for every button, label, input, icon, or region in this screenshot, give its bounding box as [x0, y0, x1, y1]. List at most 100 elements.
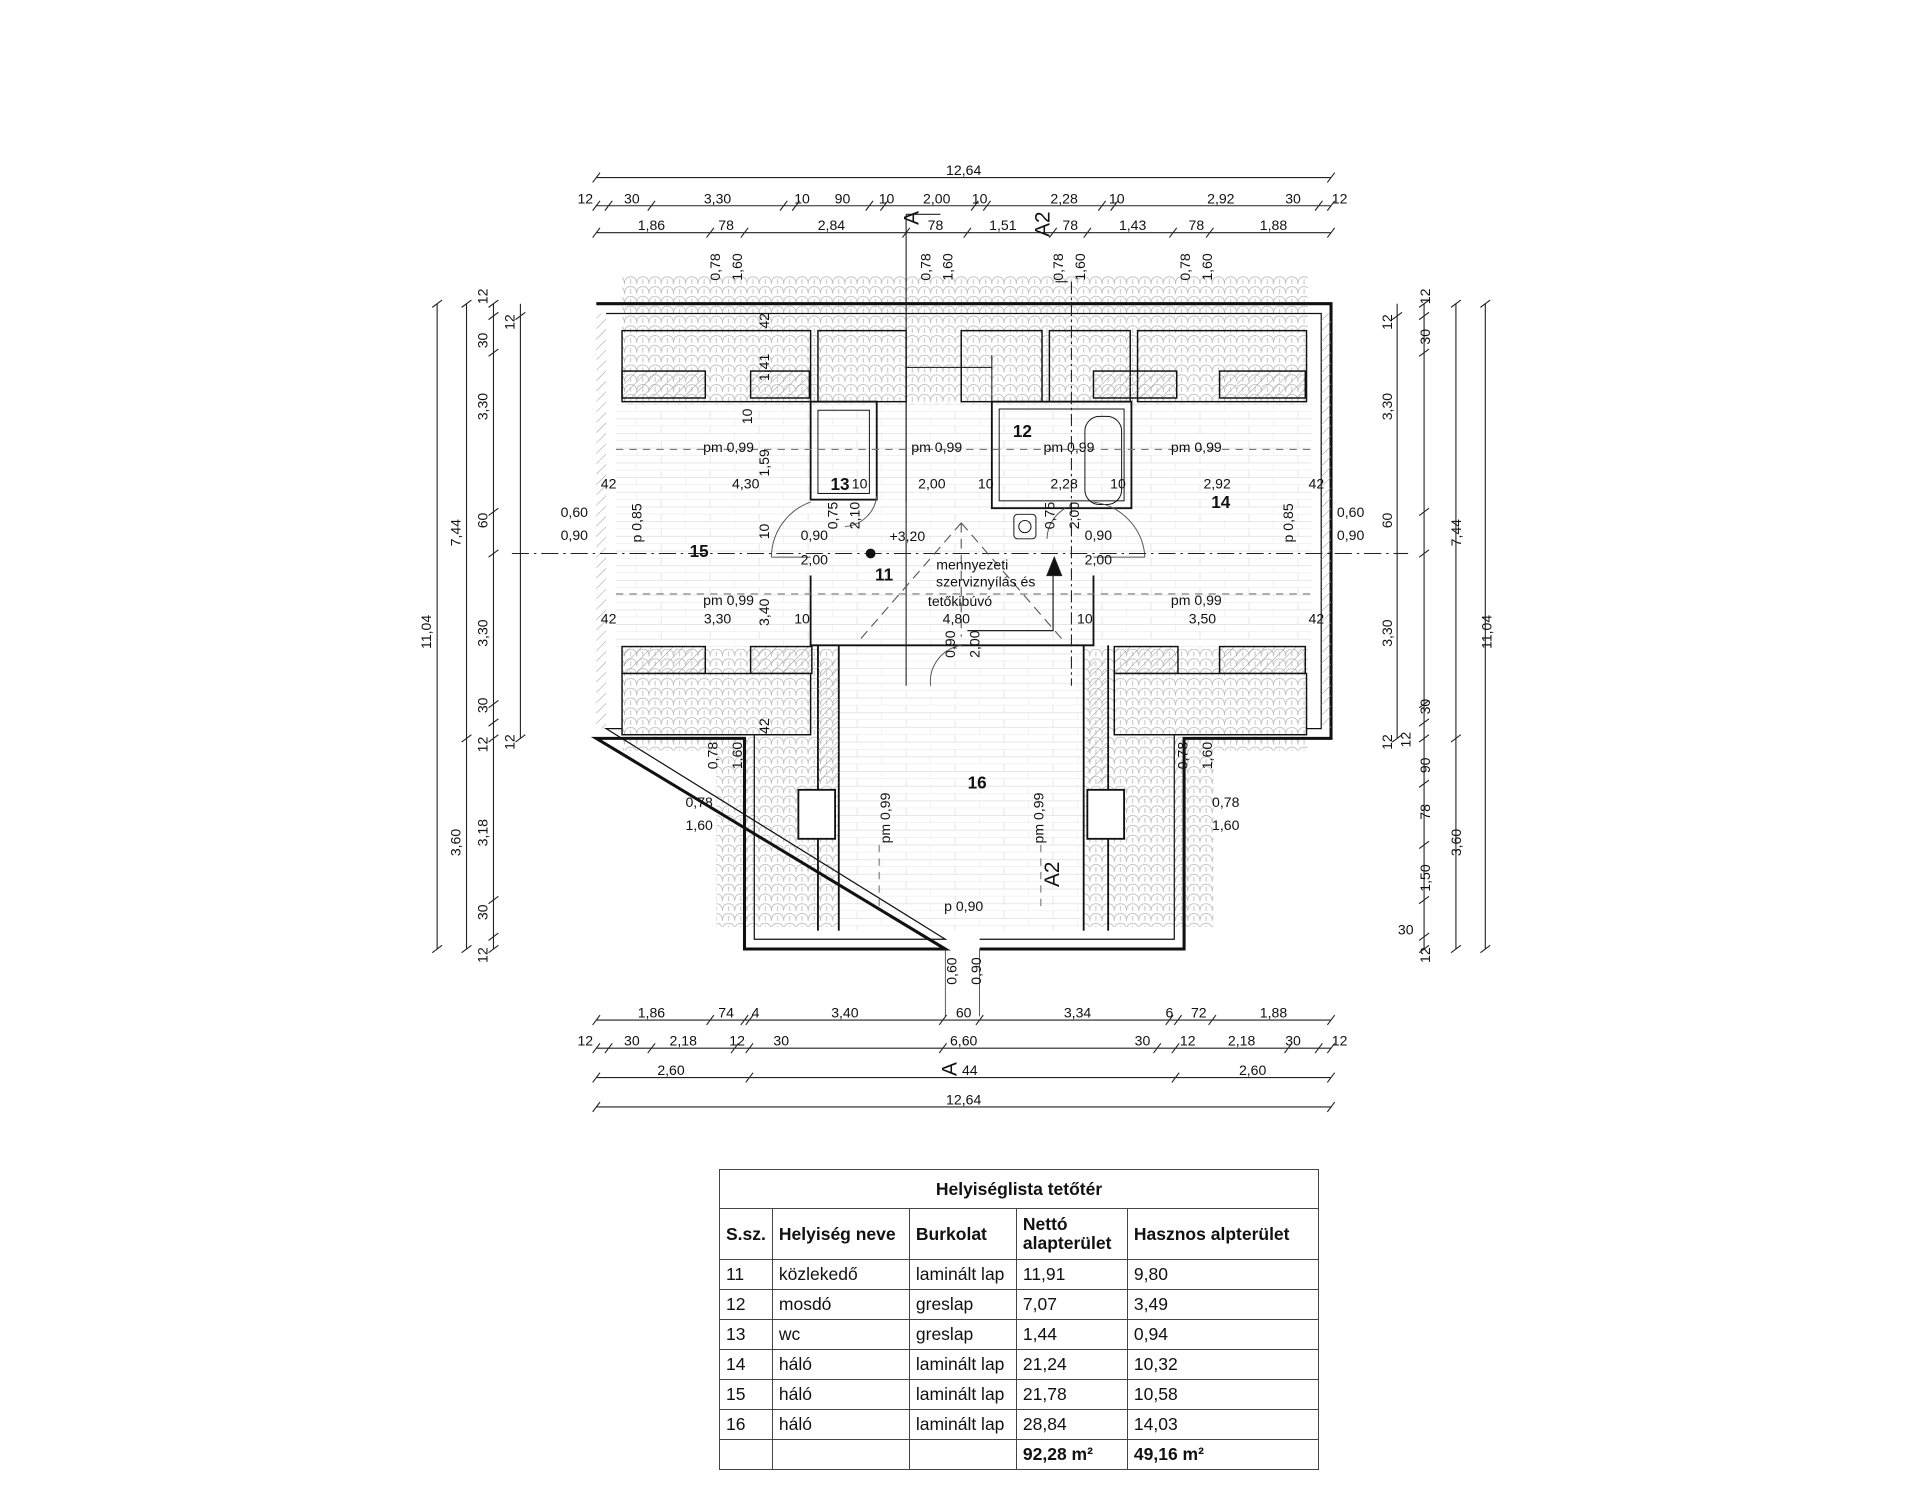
- dimension-label: 0,78: [918, 253, 934, 281]
- dimension-label: 12: [1379, 734, 1395, 750]
- dimension-label: 12: [474, 947, 490, 963]
- dimension-line: [461, 299, 472, 954]
- table-totals-row: 92,28 m² 49,16 m²: [719, 1439, 1320, 1470]
- dimension-label: 12: [1417, 947, 1433, 963]
- dimension-line: [1450, 299, 1462, 954]
- dimension-label: 30: [1417, 699, 1433, 715]
- dimension-label: 30: [1398, 921, 1414, 937]
- flooring-cell: greslap: [908, 1289, 1017, 1320]
- dimension-label: 2,00: [1066, 502, 1082, 530]
- dimension-label: 1,60: [729, 253, 745, 281]
- note-line: tetőkibúvó: [928, 593, 992, 609]
- room-number-cell: 12: [719, 1289, 773, 1320]
- dimension-label: 2,18: [670, 1033, 698, 1049]
- reference-lines: [511, 213, 1409, 1017]
- pm-label: pm 0,99: [1044, 439, 1095, 455]
- dimension-label: 78: [1062, 217, 1078, 233]
- dimension-label: 10: [794, 610, 810, 626]
- flooring-cell: laminált lap: [908, 1259, 1017, 1290]
- dimension-label: 1,59: [756, 449, 772, 477]
- dormers: [621, 329, 1308, 736]
- pm-label: pm 0,99: [911, 439, 962, 455]
- dimension-label: 0,60: [1337, 504, 1365, 520]
- dimension-label: 3,60: [447, 829, 463, 857]
- dimension-label: 78: [928, 217, 944, 233]
- dim-bottom-total: 12,64: [946, 1092, 981, 1108]
- dimension-label: 1,41: [756, 354, 772, 382]
- dimension-label: 10: [739, 408, 755, 424]
- dimension-label: 72: [1191, 1005, 1207, 1021]
- dimension-label: 78: [1417, 804, 1433, 820]
- col-header-flooring: Burkolat: [908, 1208, 1017, 1260]
- dimension-label: 0,75: [825, 502, 841, 530]
- usable-area-cell: 10,32: [1126, 1349, 1320, 1380]
- total-cell: [719, 1439, 773, 1470]
- dimension-label: 3,34: [1064, 1005, 1092, 1021]
- net-area-cell: 7,07: [1015, 1289, 1128, 1320]
- dimension-line: [431, 299, 443, 954]
- dimension-label: 2,92: [1207, 190, 1235, 206]
- note-line: mennyezeti: [936, 556, 1008, 572]
- dimension-label: 30: [1285, 190, 1301, 206]
- dimension-label: 1,86: [638, 217, 666, 233]
- dimension-label: 7,44: [447, 519, 463, 547]
- dimension-label: 10: [879, 190, 895, 206]
- room-label-15: 15: [690, 541, 710, 561]
- dimension-label: 12: [1332, 1033, 1348, 1049]
- dimension-label: 10: [1110, 476, 1126, 492]
- room-label-16: 16: [968, 773, 987, 793]
- dimension-label: 10: [978, 476, 994, 492]
- room-number-cell: 16: [719, 1409, 773, 1440]
- col-header-number: S.sz.: [719, 1208, 773, 1260]
- dimension-label: 1,60: [1199, 253, 1215, 281]
- dimension-label: 30: [1417, 329, 1433, 345]
- total-net-area: 92,28 m²: [1015, 1439, 1128, 1470]
- exterior-walls: [590, 302, 1333, 951]
- dimension-label: 1,60: [685, 817, 713, 833]
- dimension-label: 90: [835, 190, 851, 206]
- dimension-label: 12: [729, 1033, 745, 1049]
- dimension-label: 42: [1308, 610, 1324, 626]
- dimension-label: 6,60: [950, 1033, 978, 1049]
- doors: [770, 495, 1146, 686]
- dimension-label: 12: [1180, 1033, 1196, 1049]
- room-number-cell: 13: [719, 1319, 773, 1350]
- dimension-label: 12: [501, 314, 517, 330]
- dimension-label: 4: [752, 1005, 760, 1021]
- dimension-label: 2,92: [1203, 476, 1231, 492]
- dimension-label: 30: [624, 190, 640, 206]
- dimension-label: 12: [577, 190, 593, 206]
- dimension-label: 0,90: [1085, 527, 1113, 543]
- room-name-cell: mosdó: [771, 1289, 910, 1320]
- dimension-label: 60: [1379, 512, 1395, 528]
- dimension-label: 10: [852, 476, 868, 492]
- usable-area-cell: 0,94: [1126, 1319, 1320, 1350]
- dimension-line: [592, 172, 1336, 183]
- dimension-label: 10: [756, 523, 772, 539]
- room-number-cell: 11: [719, 1259, 773, 1290]
- net-area-cell: 21,78: [1015, 1379, 1128, 1410]
- dimension-label: 0,60: [943, 957, 959, 985]
- dimension-label: p 0,85: [629, 503, 645, 542]
- dimension-line: [488, 299, 499, 954]
- dimension-label: 10: [794, 190, 810, 206]
- dimension-line: [1418, 299, 1430, 954]
- dimension-label: 1,43: [1119, 217, 1147, 233]
- room-label-13: 13: [830, 474, 849, 494]
- dimension-label: p 0,85: [1280, 503, 1296, 542]
- dimension-label: 30: [1135, 1033, 1151, 1049]
- dimension-label: 2,10: [847, 502, 863, 530]
- dimension-label: 78: [1188, 217, 1204, 233]
- dimension-label: 7,44: [1448, 519, 1464, 547]
- dimension-label: 1,88: [1260, 217, 1288, 233]
- dimension-label: 3,50: [1189, 610, 1217, 626]
- dimension-label: 3,30: [704, 610, 732, 626]
- dimension-line: [1391, 303, 1403, 743]
- usable-area-cell: 14,03: [1126, 1409, 1320, 1440]
- dimension-label: 2,84: [818, 217, 846, 233]
- dimension-line: [1480, 299, 1491, 954]
